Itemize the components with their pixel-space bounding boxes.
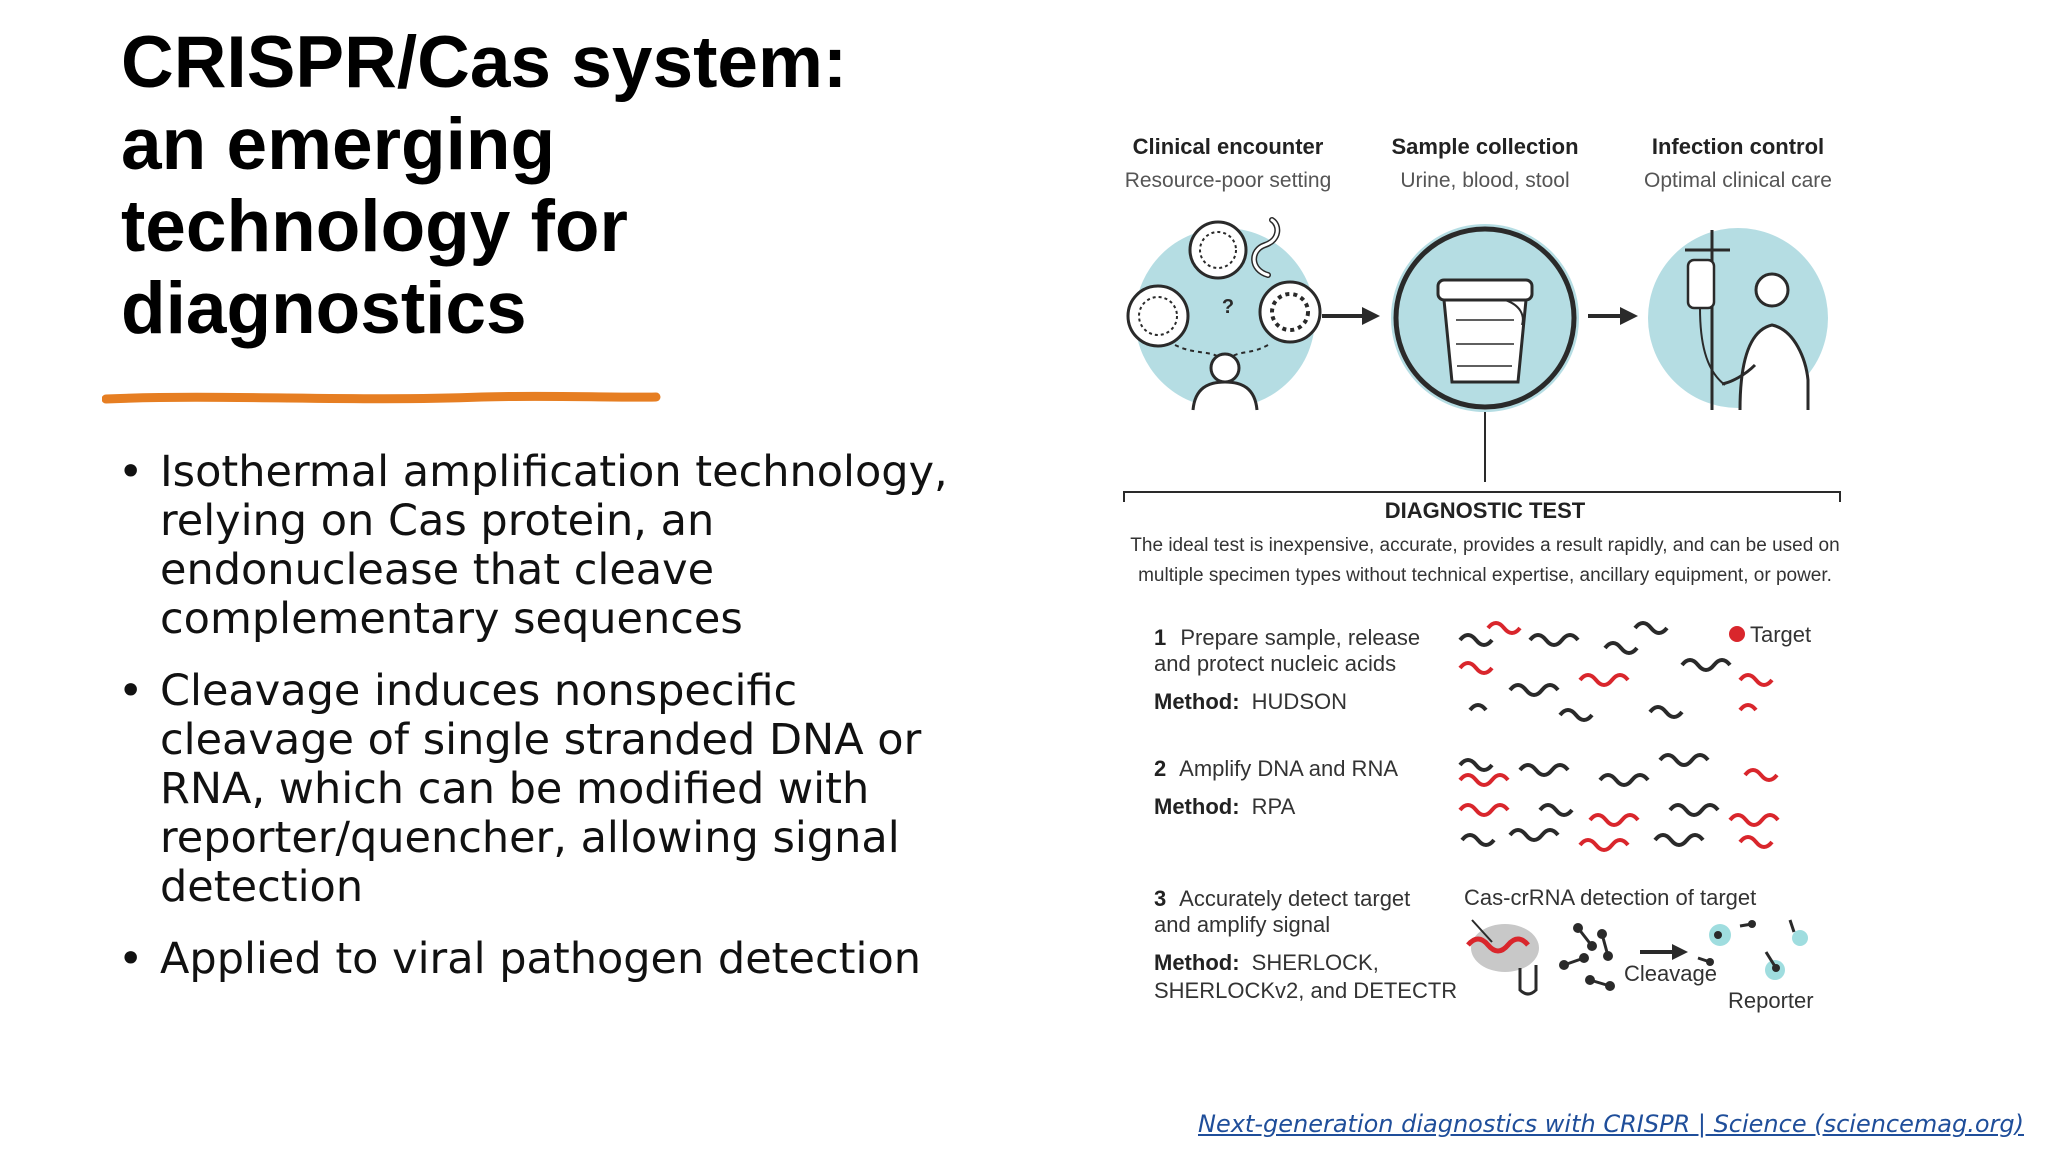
svg-text:Method: HUDSON: Method: HUDSON: [1154, 689, 1347, 714]
method-value: HUDSON: [1252, 689, 1347, 714]
method-label: Method:: [1154, 794, 1240, 819]
reporter-label: Reporter: [1728, 988, 1814, 1013]
bullet-item: • Isothermal amplification technology, r…: [118, 448, 958, 644]
stage-heading: Infection control: [1652, 134, 1824, 159]
bullet-line: Applied to viral pathogen detection: [160, 934, 922, 984]
patient-icon: [1721, 272, 1810, 411]
cleaved-reporters: [1697, 919, 1808, 980]
amplified-strands: [1458, 753, 1780, 852]
method-value: SHERLOCK,: [1252, 950, 1379, 975]
title-underline: [102, 391, 661, 404]
cleavage-label: Cleavage: [1624, 961, 1717, 986]
title-line: CRISPR/Cas system:: [121, 22, 848, 103]
arrow-icon: [1640, 944, 1688, 960]
svg-text:Method: SHERLOCK,: Method: SHERLOCK,: [1154, 950, 1379, 975]
bullet-line: RNA, which can be modified with: [160, 764, 870, 814]
bullet-line: Cleavage induces nonspecific: [160, 666, 798, 716]
step-number: 3: [1154, 886, 1166, 911]
stage-subheading: Urine, blood, stool: [1400, 169, 1569, 192]
sample-container-icon: [1436, 278, 1534, 384]
iv-drip-icon: [1685, 230, 1730, 410]
arrow-icon: [1322, 307, 1380, 325]
title-line: an emerging: [121, 104, 556, 185]
bullet-dot: •: [118, 666, 144, 716]
slide-title: CRISPR/Cas system: an emerging technolog…: [121, 22, 981, 350]
citation-link[interactable]: Next-generation diagnostics with CRISPR …: [1197, 1110, 2024, 1138]
bullet-dot: •: [118, 934, 144, 984]
bullet-line: relying on Cas protein, an: [160, 496, 715, 546]
svg-text:Method: RPA: Method: RPA: [1154, 794, 1296, 819]
step-1: 1 Prepare sample, release and protect nu…: [1154, 625, 1420, 714]
arrow-icon: [1588, 307, 1638, 325]
method-value: SHERLOCKv2, and DETECTR: [1154, 978, 1457, 1003]
infection-control-illustration: [1648, 228, 1828, 411]
bullet-line: detection: [160, 862, 364, 912]
pathogen-icon: [1126, 284, 1190, 348]
bullet-line: cleavage of single stranded DNA or: [160, 715, 922, 765]
step-number: 1: [1154, 625, 1166, 650]
pathogen-icon: [1258, 280, 1322, 344]
nucleic-acid-strands: [1458, 621, 1774, 722]
title-line: diagnostics: [121, 268, 527, 349]
diagnostic-test-heading: DIAGNOSTIC TEST: [1385, 498, 1586, 523]
step-text: and amplify signal: [1154, 912, 1330, 937]
step-number: 2: [1154, 756, 1166, 781]
bullet-dot: •: [118, 447, 144, 497]
svg-text:3 Accurately detect ta: 3 Accurately detect target: [1154, 886, 1410, 911]
method-label: Method:: [1154, 689, 1240, 714]
diagnostic-test-text: The ideal test is inexpensive, accurate,…: [1130, 535, 1839, 556]
method-label: Method:: [1154, 950, 1240, 975]
patient-head-icon: [1191, 352, 1259, 411]
step-3: 3 Accurately detect target and amplify s…: [1154, 885, 1814, 1013]
pathogen-icon: [1188, 220, 1248, 280]
stage-subheading: Resource-poor setting: [1125, 169, 1332, 192]
step-2: 2 Amplify DNA and RNA Method: RPA: [1154, 756, 1398, 819]
svg-text:2 Amplify DNA and RNA: 2 Amplify DNA and RNA: [1154, 756, 1398, 781]
diagnostic-bracket: [1123, 491, 1841, 502]
bullet-line: Isothermal amplification technology,: [160, 447, 948, 497]
reporter-molecules: [1559, 923, 1615, 991]
sample-collection-illustration: [1391, 224, 1579, 412]
step-text: Prepare sample, release: [1180, 625, 1420, 650]
bullet-item: • Applied to viral pathogen detection: [118, 935, 958, 984]
stage-heading: Sample collection: [1391, 134, 1578, 159]
bullet-list: • Isothermal amplification technology, r…: [118, 448, 958, 1007]
bullet-line: complementary sequences: [160, 594, 743, 644]
step-text: and protect nucleic acids: [1154, 651, 1396, 676]
step-text: Amplify DNA and RNA: [1179, 756, 1398, 781]
diagnostic-test-text: multiple specimen types without technica…: [1138, 565, 1832, 586]
bullet-line: endonuclease that cleave: [160, 545, 715, 595]
target-legend-label: Target: [1750, 622, 1811, 647]
detection-label: Cas-crRNA detection of target: [1464, 885, 1756, 910]
stage-heading: Clinical encounter: [1133, 134, 1324, 159]
bullet-line: reporter/quencher, allowing signal: [160, 813, 900, 863]
svg-text:1 Prepare sample, rele: 1 Prepare sample, release: [1154, 625, 1420, 650]
question-mark: ?: [1222, 296, 1234, 318]
stage-subheading: Optimal clinical care: [1644, 169, 1832, 192]
step-text: Accurately detect target: [1179, 886, 1410, 911]
cas-complex-icon: [1466, 919, 1539, 996]
crispr-diagnostics-figure: Clinical encounter Resource-poor setting…: [1123, 134, 1841, 1013]
bullet-item: • Cleavage induces nonspecific cleavage …: [118, 667, 958, 912]
method-value: RPA: [1252, 794, 1296, 819]
clinical-encounter-illustration: ?: [1126, 217, 1322, 411]
target-legend-dot: [1729, 626, 1745, 642]
title-line: technology for: [121, 186, 628, 267]
